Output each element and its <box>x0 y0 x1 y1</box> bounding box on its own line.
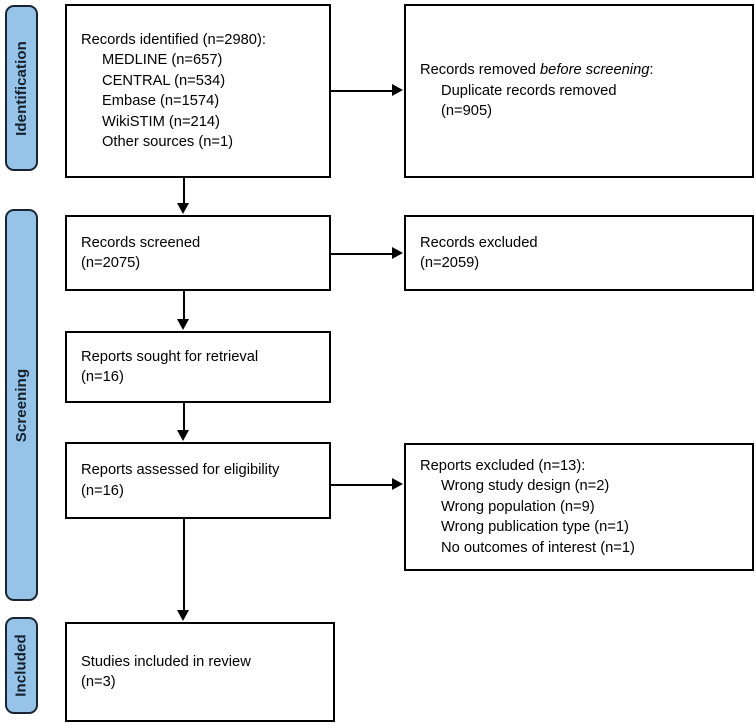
box-reports-excluded: Reports excluded (n=13): Wrong study des… <box>404 443 754 571</box>
connector-sought-to-assessed <box>183 403 185 432</box>
arrowhead-assessed-to-reports-excluded <box>392 478 403 490</box>
stage-label-screening: Screening <box>13 368 30 442</box>
arrowhead-identified-to-screened <box>177 203 189 214</box>
records-identified-line-1: MEDLINE (n=657) <box>102 52 223 68</box>
records-excluded-line-1: (n=2059) <box>420 255 480 271</box>
reports-excluded-line-1: Wrong study design (n=2) <box>441 478 610 495</box>
box-records-screened: Records screened (n=2075) <box>65 215 331 291</box>
box-records-identified: Records identified (n=2980): MEDLINE (n=… <box>65 4 331 178</box>
arrowhead-screened-to-sought <box>177 319 189 330</box>
records-screened-line-0: Records screened <box>81 234 201 251</box>
connector-screened-to-excluded <box>331 253 393 255</box>
stage-label-included: Included <box>13 634 31 697</box>
studies-included-line-0: Studies included in review <box>81 653 251 670</box>
records-screened-line-1: (n=2075) <box>81 255 141 271</box>
reports-excluded-line-4: No outcomes of interest (n=1) <box>441 539 635 556</box>
records-excluded-line-0: Records excluded <box>420 234 538 251</box>
connector-assessed-to-reports-excluded <box>331 484 393 486</box>
box-reports-sought-for-retrieval: Reports sought for retrieval (n=16) <box>65 331 331 403</box>
box-studies-included-in-review: Studies included in review (n=3) <box>65 622 335 722</box>
records-removed-line-1: Duplicate records removed <box>441 82 617 99</box>
records-removed-text-after: : <box>649 62 654 79</box>
reports-assessed-line-0: Reports assessed for eligibility <box>81 462 280 478</box>
arrowhead-sought-to-assessed <box>177 430 189 441</box>
reports-excluded-line-2: Wrong population (n=9) <box>441 498 595 515</box>
reports-excluded-line-0: Reports excluded (n=13): <box>420 457 586 474</box>
stage-pill-identification: Identification <box>5 5 38 171</box>
connector-identified-to-screened <box>183 178 185 205</box>
arrowhead-identified-to-removed <box>392 84 403 96</box>
connector-assessed-to-included <box>183 519 185 612</box>
arrowhead-assessed-to-included <box>177 610 189 621</box>
records-removed-line-2: (n=905) <box>441 103 493 120</box>
box-records-removed-before-screening: Records removed before screening: Duplic… <box>404 4 754 178</box>
records-removed-text-before: Records removed <box>420 62 540 79</box>
reports-sought-line-1: (n=16) <box>81 369 124 385</box>
connector-screened-to-sought <box>183 291 185 321</box>
stage-label-identification: Identification <box>13 40 31 136</box>
stage-pill-screening: Screening <box>5 209 38 601</box>
box-records-excluded: Records excluded (n=2059) <box>404 215 754 291</box>
records-removed-text-italic: before screening <box>540 62 650 79</box>
stage-pill-included: Included <box>5 617 38 714</box>
studies-included-line-1: (n=3) <box>81 674 116 690</box>
records-identified-line-5: Other sources (n=1) <box>102 134 234 150</box>
reports-sought-line-0: Reports sought for retrieval <box>81 348 259 365</box>
records-identified-line-4: WikiSTIM (n=214) <box>102 113 220 130</box>
arrowhead-screened-to-excluded <box>392 247 403 259</box>
reports-assessed-line-1: (n=16) <box>81 482 124 499</box>
records-identified-line-3: Embase (n=1574) <box>102 93 220 109</box>
box-reports-assessed-for-eligibility: Reports assessed for eligibility (n=16) <box>65 442 331 519</box>
reports-excluded-line-3: Wrong publication type (n=1) <box>441 519 629 536</box>
connector-identified-to-removed <box>331 90 393 92</box>
records-identified-line-2: CENTRAL (n=534) <box>102 72 226 89</box>
records-removed-line-0: Records removed before screening: <box>420 60 744 81</box>
records-identified-line-0: Records identified (n=2980): <box>81 31 266 48</box>
